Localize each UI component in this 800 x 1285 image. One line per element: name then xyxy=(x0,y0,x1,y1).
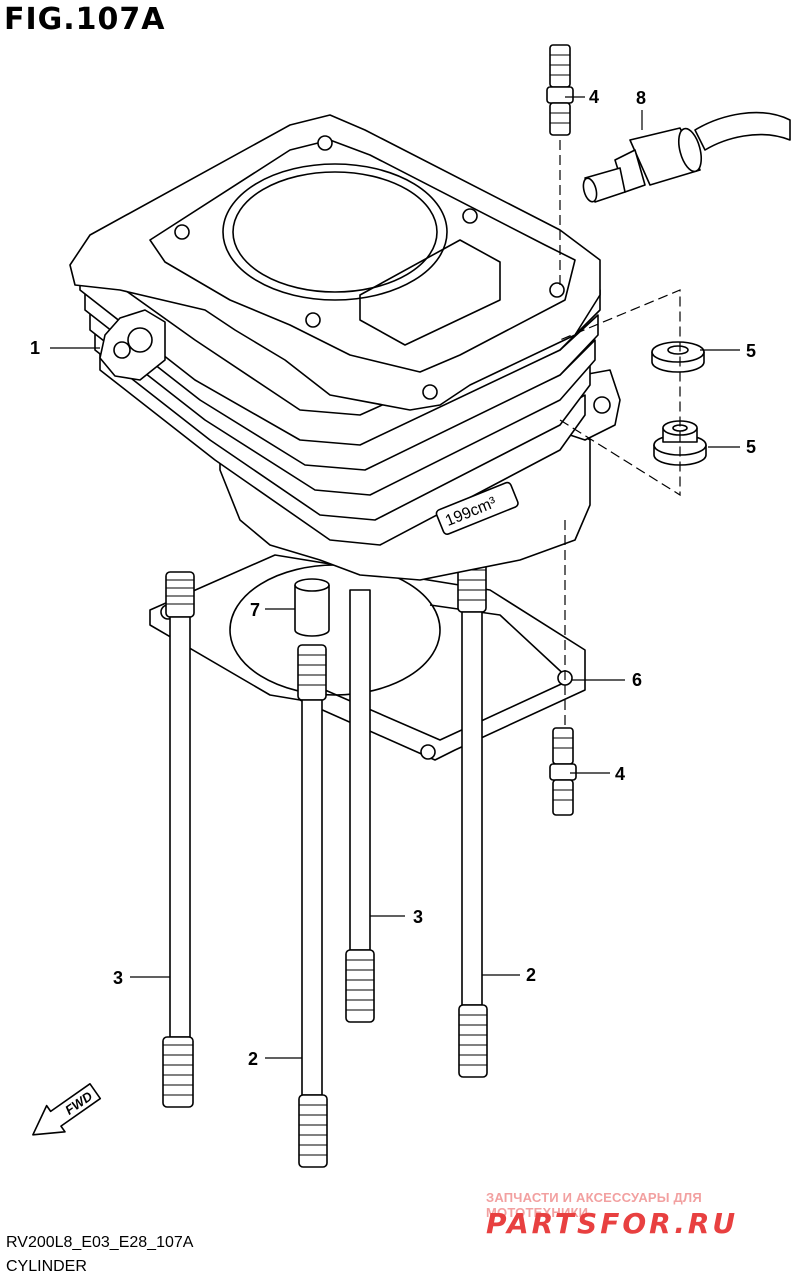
flange-nut-upper xyxy=(651,341,705,373)
callout-3-center: 3 xyxy=(413,907,423,927)
dowel-pin xyxy=(294,578,330,637)
callout-1: 1 xyxy=(30,338,40,358)
watermark-logo: PARTSFOR.RU xyxy=(486,1208,738,1238)
stud-bolt-center xyxy=(345,589,375,1023)
callout-5-upper: 5 xyxy=(746,341,756,361)
stud-bolt-rear-right xyxy=(457,559,488,1078)
callout-2-right: 2 xyxy=(526,965,536,985)
flange-nut-lower xyxy=(653,420,707,466)
stud-bolt-rear-left xyxy=(162,571,195,1108)
callout-4-bottom: 4 xyxy=(615,764,625,784)
callout-6: 6 xyxy=(632,670,642,690)
watermark-logo-text: PARTSFOR.RU xyxy=(486,1208,738,1238)
temperature-sensor xyxy=(582,111,791,203)
callout-7: 7 xyxy=(250,600,260,620)
watermark-tagline: ЗАПЧАСТИ И АКСЕССУАРЫ ДЛЯ МОТОТЕХНИКИ xyxy=(486,1190,702,1220)
diagram-code: RV200L8_E03_E28_107A xyxy=(6,1234,194,1251)
stud-bolt-bottom xyxy=(549,727,577,816)
callout-4-top: 4 xyxy=(589,87,599,107)
callout-2-left: 2 xyxy=(248,1049,258,1069)
cylinder-block xyxy=(69,114,621,581)
stud-bolt-front-left xyxy=(297,644,328,1168)
fwd-arrow-icon xyxy=(32,1083,102,1136)
callout-8: 8 xyxy=(636,88,646,108)
figure-title: FIG.107A xyxy=(4,2,166,37)
callout-3-left: 3 xyxy=(113,968,123,988)
stud-bolt-top xyxy=(546,44,574,136)
callout-5-lower: 5 xyxy=(746,437,756,457)
diagram-name: CYLINDER xyxy=(6,1258,87,1275)
